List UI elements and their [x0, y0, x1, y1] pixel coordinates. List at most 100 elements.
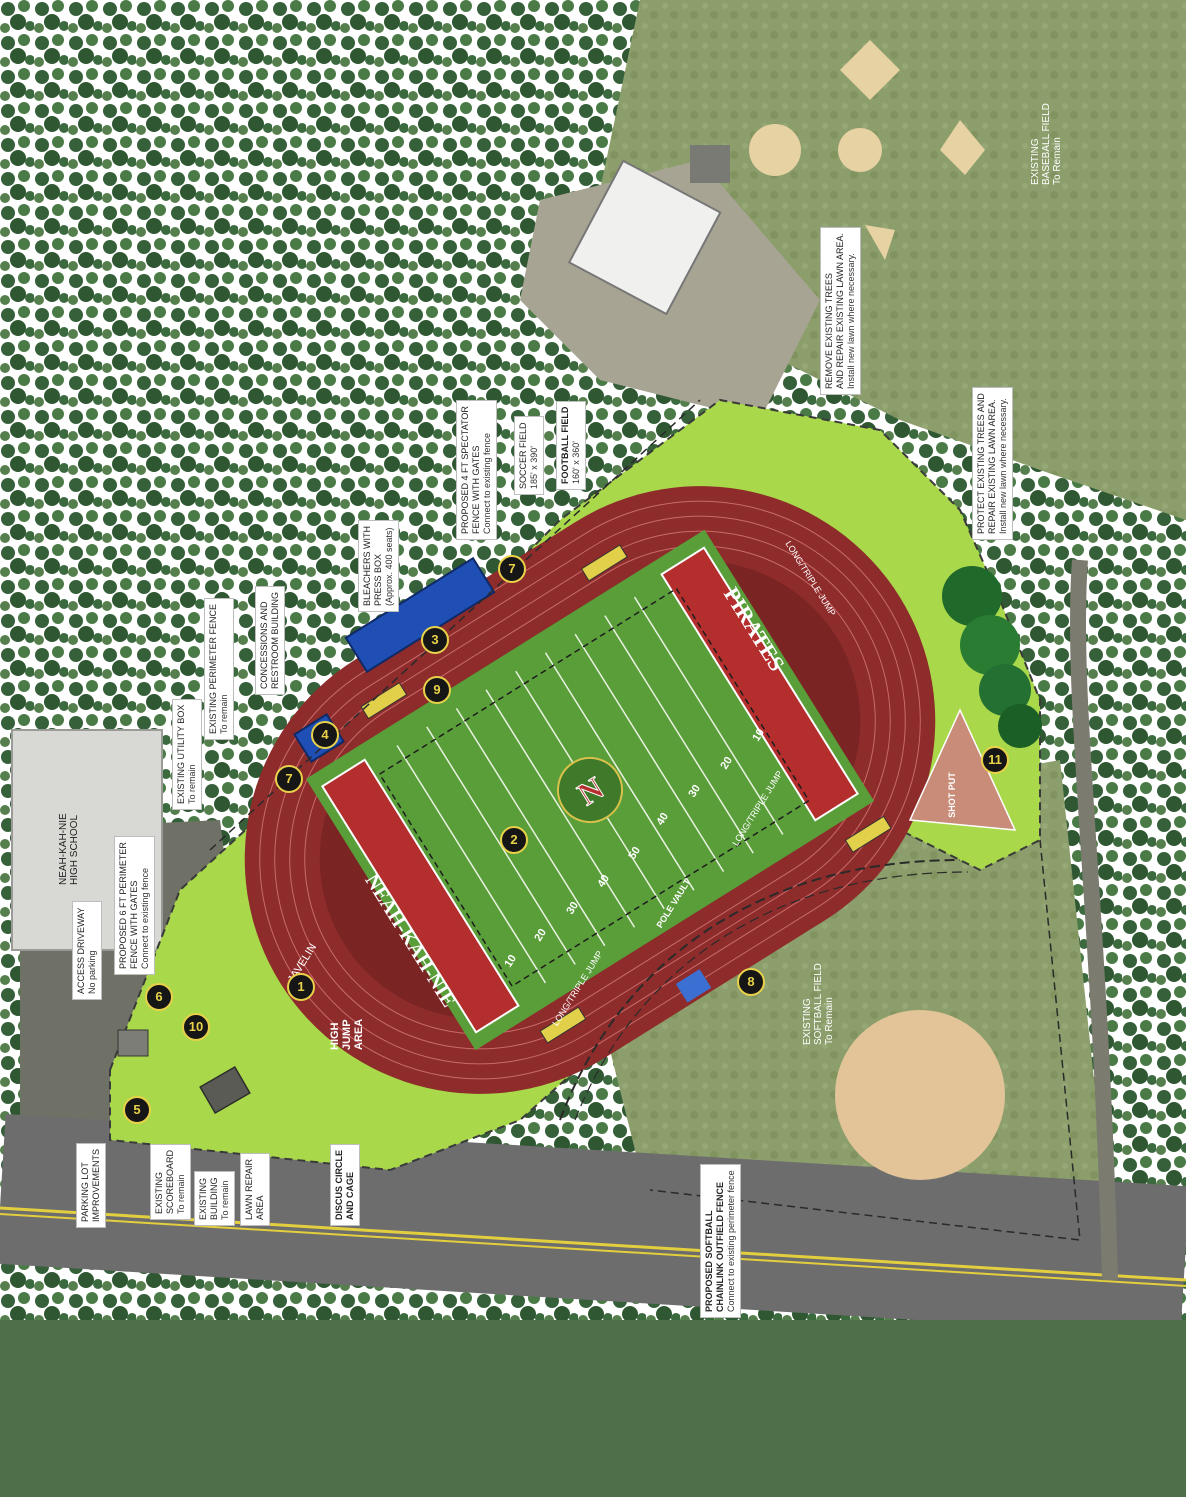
parking-title: PARKING LOT IMPROVEMENTS — [80, 1148, 101, 1222]
shot-put-text: SHOT PUT — [947, 772, 957, 818]
softball-infield — [835, 1010, 1005, 1180]
utility-box-sub: To remain — [187, 764, 197, 804]
softball-label: EXISTING SOFTBALL FIELD To Remain — [802, 963, 835, 1045]
remove-trees-sub: Install new lawn where necessary. — [846, 253, 856, 389]
spectator-fence-title: PROPOSED 4 FT SPECTATOR FENCE WITH GATES — [460, 406, 481, 534]
callout-lawn-repair: LAWN REPAIR AREA — [240, 1152, 270, 1226]
existing-fence-sub: To remain — [219, 694, 229, 734]
marker-8: 8 — [737, 968, 765, 996]
spectator-fence-sub: Connect to existing fence — [482, 432, 492, 534]
football-title: FOOTBALL FIELD — [560, 406, 570, 484]
building-title: EXISTING BUILDING — [198, 1177, 219, 1220]
callout-spectator-fence: PROPOSED 4 FT SPECTATOR FENCE WITH GATES… — [456, 400, 497, 540]
track-lane-4 — [304, 545, 876, 1035]
baseball-title: EXISTING BASEBALL FIELD — [1030, 103, 1052, 185]
baseball-infield-1 — [840, 40, 900, 100]
yard-line-40b — [544, 652, 695, 891]
remove-trees-title: REMOVE EXISTING TREES AND REPAIR EXISTIN… — [824, 232, 845, 389]
softball-title: EXISTING SOFTBALL FIELD — [802, 963, 824, 1045]
soccer-sub: 185' x 390' — [529, 446, 539, 489]
marker-11: 11 — [981, 746, 1009, 774]
marker-9: 9 — [423, 676, 451, 704]
tidal-strip — [0, 1320, 1186, 1497]
jump-pit-lower-right — [844, 815, 892, 853]
callout-concessions: CONCESSIONS AND RESTROOM BUILDING — [255, 585, 285, 695]
marker-4: 4 — [311, 721, 339, 749]
softball-outfield-fence-2 — [574, 871, 969, 1121]
tree-3 — [979, 664, 1031, 716]
callout-soccer: SOCCER FIELD 185' x 390' — [514, 416, 544, 495]
endzone-pirates — [660, 546, 860, 822]
baseball-field-lawn — [600, 0, 1186, 520]
yard-20b: 20 — [718, 755, 735, 772]
bleachers-sub: (Approx. 400 seats) — [384, 527, 394, 606]
perimeter-fence-title: PROPOSED 6 FT PERIMETER FENCE WITH GATES — [118, 842, 139, 969]
track-lane-3 — [289, 530, 891, 1050]
yard-40a: 40 — [595, 873, 612, 890]
access-driveway-title: ACCESS DRIVEWAY — [76, 907, 86, 994]
soccer-title: SOCCER FIELD — [518, 422, 528, 489]
yard-50: 50 — [626, 845, 643, 862]
perimeter-fence-east — [649, 839, 1081, 1241]
callout-perimeter-fence: PROPOSED 6 FT PERIMETER FENCE WITH GATES… — [114, 836, 155, 975]
yard-numbers: 10 20 30 40 50 40 30 20 10 — [502, 727, 767, 970]
softball-fence-title: PROPOSED SOFTBALL CHAINLINK OUTFIELD FEN… — [704, 1182, 725, 1312]
yard-20a: 20 — [532, 927, 549, 944]
baseball-infield-2 — [749, 124, 801, 176]
access-driveway-sub: No parking — [87, 950, 97, 994]
marker-3: 3 — [421, 626, 449, 654]
callout-parking: PARKING LOT IMPROVEMENTS — [76, 1142, 106, 1228]
marker-7b: 7 — [275, 765, 303, 793]
road-centerline-2 — [0, 1213, 1186, 1287]
scoreboard-sub: To remain — [176, 1174, 186, 1214]
baseball-infield-4 — [940, 120, 985, 175]
marker-5: 5 — [123, 1096, 151, 1124]
existing-building — [199, 1065, 251, 1115]
marker-10: 10 — [182, 1013, 210, 1041]
softball-fence-sub: Connect to existing perimeter fence — [726, 1170, 736, 1312]
callout-protect-trees: PROTECT EXISTING TREES AND REPAIR EXISTI… — [972, 387, 1013, 540]
yard-line-40a — [485, 689, 636, 928]
callout-access-driveway: ACCESS DRIVEWAY No parking — [72, 901, 102, 1000]
callout-discus: DISCUS CIRCLE AND CAGE — [330, 1143, 360, 1226]
jump-pit-upper-right — [580, 544, 628, 582]
protect-trees-title: PROTECT EXISTING TREES AND REPAIR EXISTI… — [976, 393, 997, 534]
building-sub: To remain — [220, 1180, 230, 1220]
callout-existing-fence: EXISTING PERIMETER FENCE To remain — [204, 597, 234, 740]
softball-sub: To Remain — [824, 997, 835, 1045]
tree-4 — [998, 704, 1042, 748]
endzone-neah — [320, 758, 520, 1034]
callout-scoreboard: EXISTING SCOREBOARD To remain — [150, 1143, 191, 1220]
existing-fence-title: EXISTING PERIMETER FENCE — [208, 603, 218, 734]
bleachers-title: BLEACHERS WITH PRESS BOX — [362, 525, 383, 606]
yard-line-10a — [396, 745, 547, 984]
discus-title: DISCUS CIRCLE AND CAGE — [334, 1149, 355, 1220]
high-jump-text: HIGHJUMPAREA — [329, 1019, 365, 1050]
baseball-infield-3 — [838, 128, 882, 172]
scoreboard-title: EXISTING SCOREBOARD — [154, 1149, 175, 1214]
center-logo-ring — [557, 757, 623, 823]
protect-trees-sub: Install new lawn where necessary. — [998, 398, 1008, 534]
perimeter-fence-sub: Connect to existing fence — [140, 867, 150, 969]
marker-7a: 7 — [498, 555, 526, 583]
jump-pit-upper-left — [360, 682, 408, 720]
marker-1: 1 — [287, 973, 315, 1001]
school-label: NEAH-KAH-NIE HIGH SCHOOL — [58, 813, 80, 885]
tree-2 — [960, 615, 1020, 675]
storage-building — [567, 159, 722, 316]
pole-vault-pad — [675, 969, 712, 1003]
yard-line-30a — [455, 707, 606, 947]
yard-30a: 30 — [564, 900, 581, 917]
marker-6: 6 — [145, 983, 173, 1011]
marker-2: 2 — [500, 826, 528, 854]
callout-football: FOOTBALL FIELD 160' x 360' — [556, 400, 586, 490]
utility-box-title: EXISTING UTILITY BOX — [176, 704, 186, 804]
shed — [690, 145, 730, 183]
callout-softball-fence: PROPOSED SOFTBALL CHAINLINK OUTFIELD FEN… — [700, 1164, 741, 1318]
yard-line-20b — [604, 615, 754, 854]
tree-1 — [942, 566, 1002, 626]
baseball-infield-5 — [865, 225, 895, 260]
yard-10a: 10 — [502, 953, 519, 970]
yard-40b: 40 — [654, 811, 671, 828]
